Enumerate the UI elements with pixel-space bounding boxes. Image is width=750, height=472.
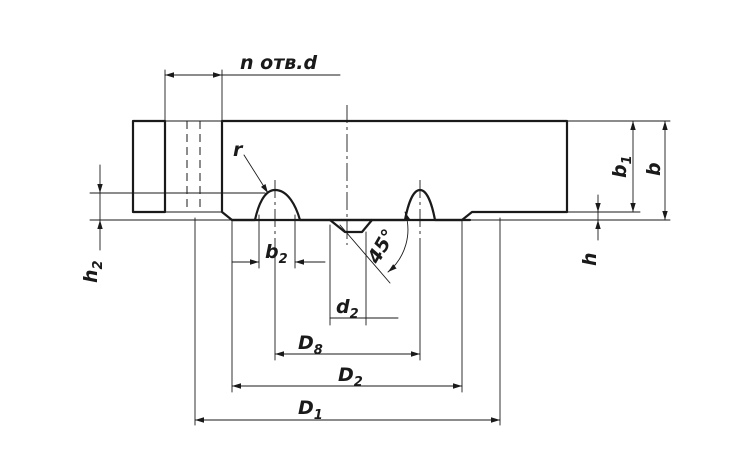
angle-arc	[387, 211, 411, 273]
r-label: r	[233, 139, 244, 161]
hole-count-label: n отв.d	[240, 52, 317, 74]
h2-label: h2	[80, 260, 106, 283]
b1-label: b1	[609, 155, 635, 178]
flange-section-left	[131, 119, 167, 214]
h-label: h	[579, 252, 601, 266]
angle-leader-line	[339, 224, 391, 284]
bolt-hole	[164, 120, 223, 213]
angle-label: 45°	[363, 225, 401, 268]
svg-text:h: h	[579, 252, 601, 266]
flange-section-main	[220, 119, 569, 222]
D8-label: D8	[298, 332, 323, 358]
svg-text:b1: b1	[609, 155, 635, 178]
svg-text:45°: 45°	[363, 225, 401, 268]
d2-label: d2	[336, 296, 359, 322]
svg-text:h2: h2	[80, 260, 106, 283]
b-label: b	[643, 162, 665, 176]
r-leader-line	[243, 154, 269, 194]
D1-label: D1	[298, 397, 323, 423]
svg-text:b: b	[643, 162, 665, 176]
D2-label: D2	[338, 364, 363, 390]
b2-label: b2	[265, 241, 288, 267]
center-groove	[328, 218, 374, 234]
